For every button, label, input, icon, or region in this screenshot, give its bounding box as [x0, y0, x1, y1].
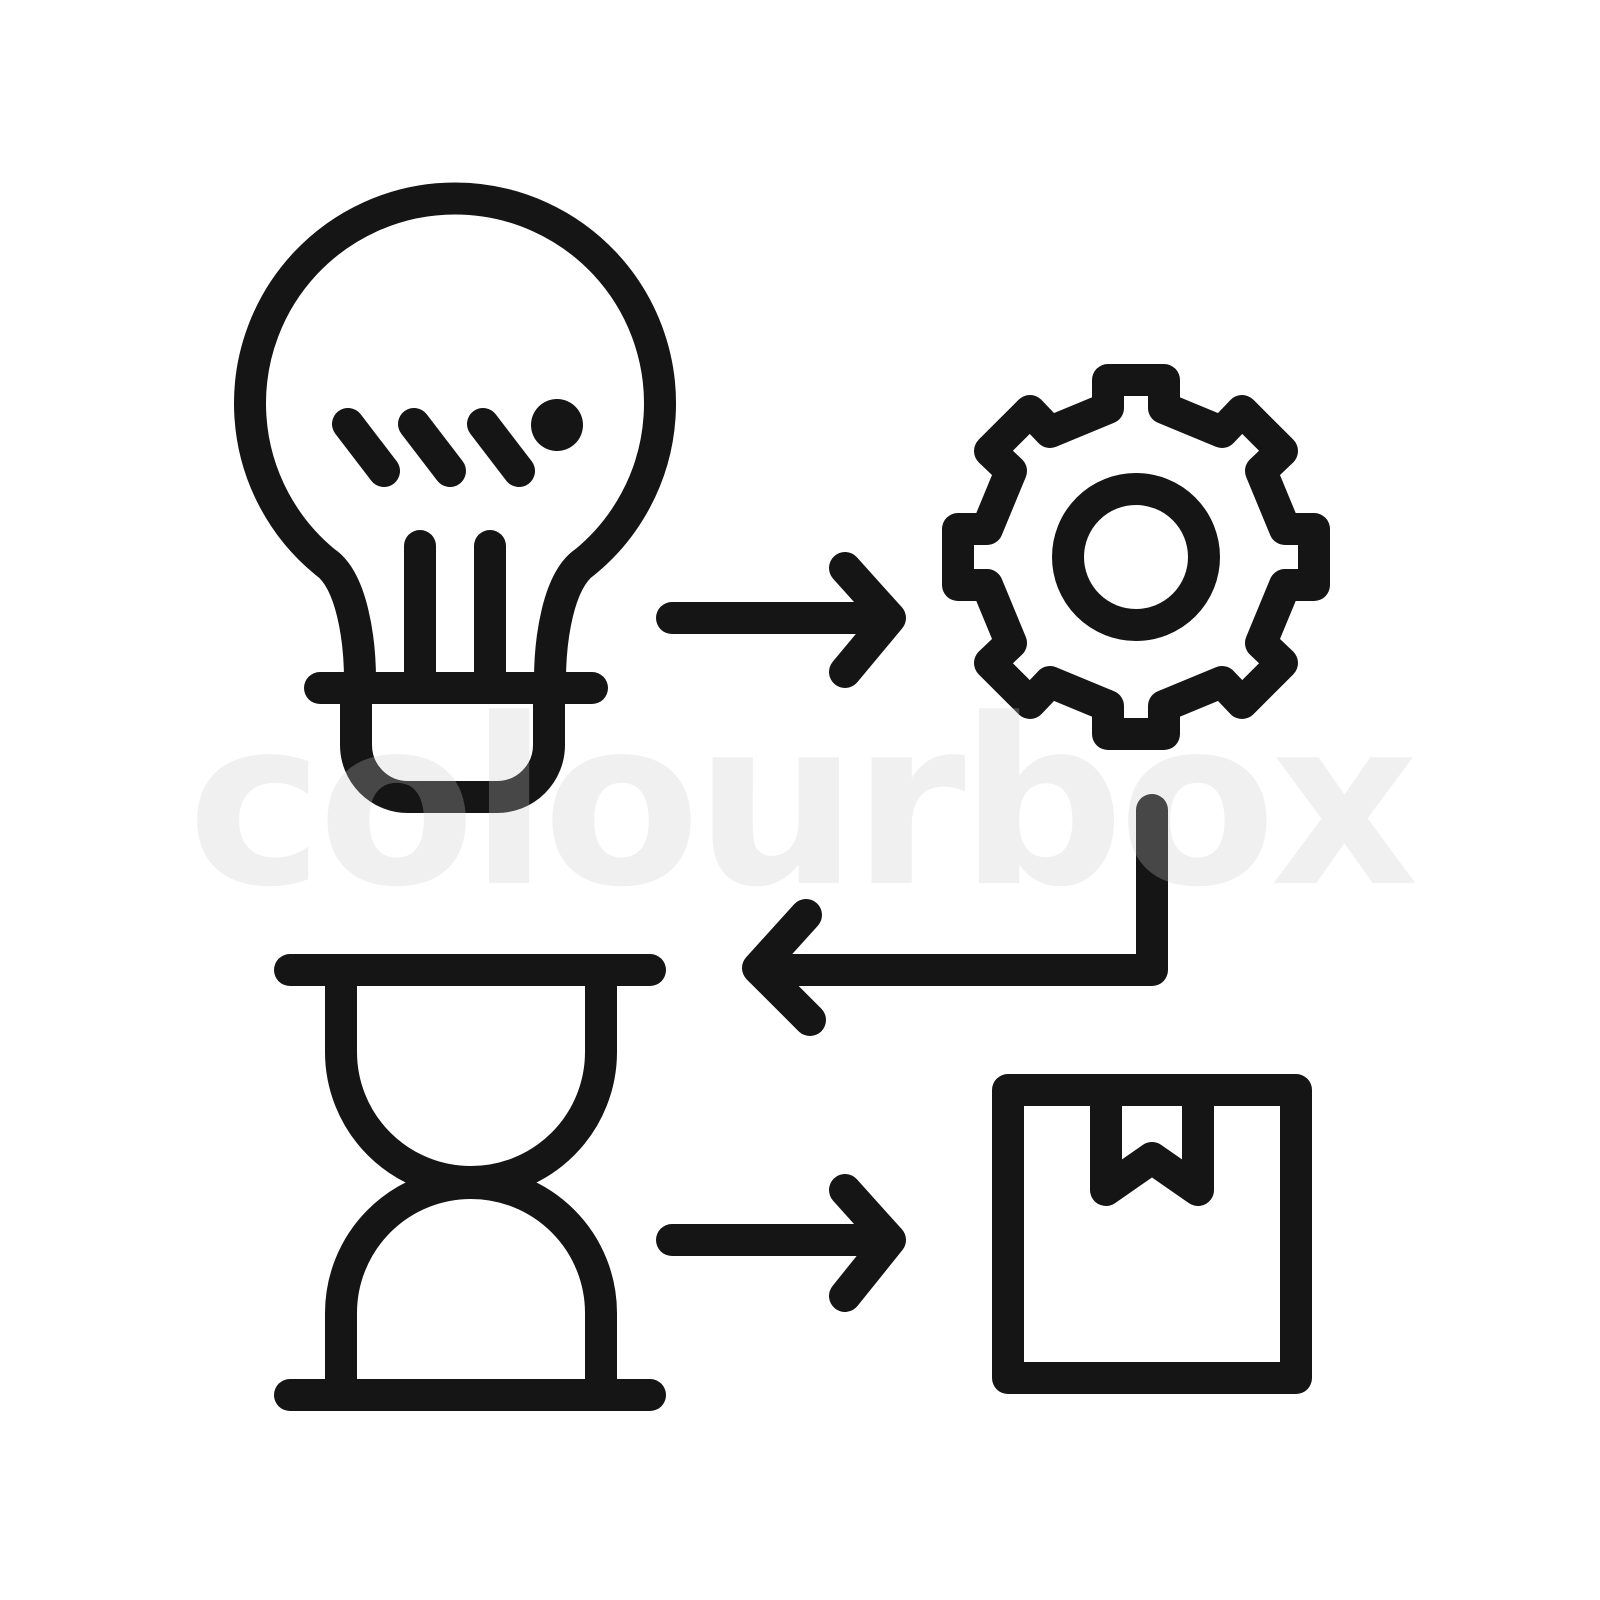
- lightbulb-icon: [234, 182, 676, 813]
- arrow-left-elbow-icon: [742, 794, 1168, 1036]
- hourglass-icon: [274, 954, 666, 1411]
- arrow-right-icon: [656, 1174, 906, 1312]
- box-icon: [992, 1074, 1312, 1394]
- lightbulb-spark-dot: [531, 399, 583, 451]
- arrow-right-icon: [656, 552, 906, 688]
- gear-icon: [942, 364, 1330, 750]
